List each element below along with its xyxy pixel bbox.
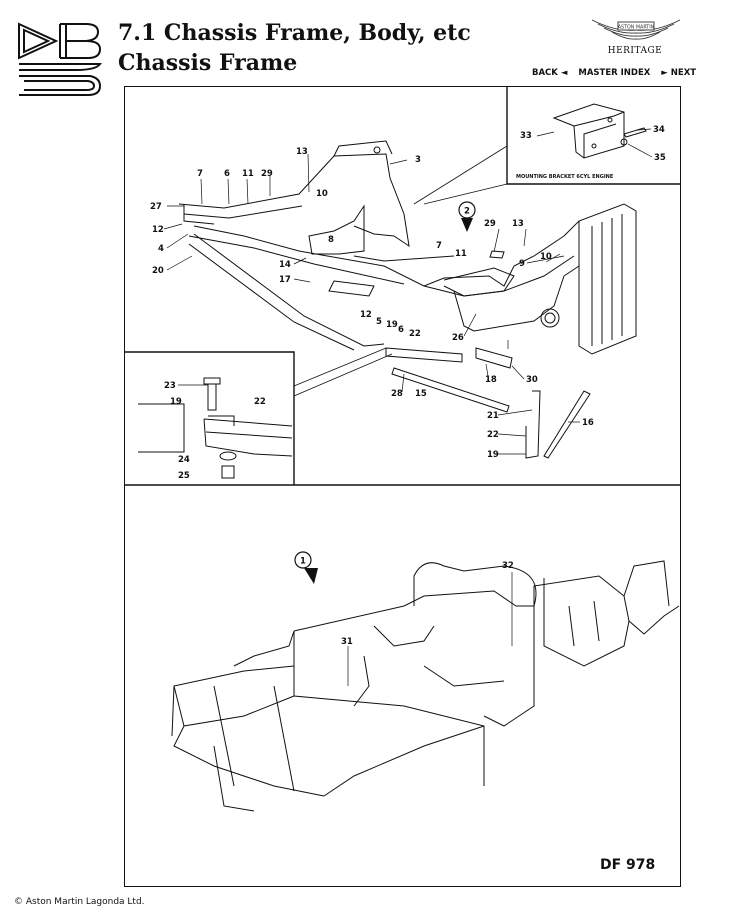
callout-21: 21 [487,411,499,421]
mounting-bracket-drawing [552,103,647,159]
callout-30: 30 [526,375,538,385]
callout-22b: 22 [254,397,266,407]
bolt-detail-drawing [138,377,293,479]
callout-8: 8 [328,235,334,245]
callout-11b: 11 [455,249,467,259]
callout-22c: 22 [487,430,499,440]
callout-3: 3 [415,155,421,165]
diagram-frame [124,86,681,887]
callout-14: 14 [279,260,291,270]
callout-34: 34 [653,125,665,135]
callout-7: 7 [197,169,203,179]
callout-19: 19 [386,320,398,330]
brand-subtitle: HERITAGE [607,46,663,56]
callout-16: 16 [582,418,594,428]
callout-9: 9 [519,259,525,269]
callout-19b: 19 [170,397,182,407]
callout-13: 13 [296,147,308,157]
marker-2-label: 2 [464,207,470,217]
chassis-frame-drawing [178,140,637,355]
drawing-code: DF 978 [600,857,655,873]
body-shell-drawing [171,560,680,812]
parts-diagram: 13 3 7 6 11 29 27 10 12 4 8 20 14 17 12 … [124,86,681,873]
callout-10b: 10 [540,252,552,262]
callout-29b: 29 [484,219,496,229]
callout-32: 32 [502,561,514,571]
title-section: 7.1 Chassis Frame, Body, etc [118,20,471,46]
marker-1-label: 1 [300,557,306,567]
callout-19c: 19 [487,450,499,460]
dbs-logo [18,22,102,96]
callout-4: 4 [158,244,164,254]
callout-15: 15 [415,389,427,399]
callout-24: 24 [178,455,190,465]
callout-28: 28 [391,389,403,399]
callout-6: 6 [224,169,230,179]
callout-18: 18 [485,375,497,385]
small-parts-drawing [385,347,591,459]
callout-11: 11 [242,169,254,179]
callout-23: 23 [164,381,176,391]
callout-12b: 12 [360,310,372,320]
callout-35: 35 [654,153,666,163]
title-subsection: Chassis Frame [118,50,298,76]
callout-29: 29 [261,169,273,179]
nav-bar: BACK ◄ MASTER INDEX ► NEXT [532,68,696,78]
callout-20: 20 [152,266,164,276]
callout-22: 22 [409,329,421,339]
next-link[interactable]: ► NEXT [661,68,697,78]
view-marker-2: 2 [458,201,476,232]
view-marker-1: 1 [294,551,318,584]
callout-7b: 7 [436,241,442,251]
callout-17: 17 [279,275,291,285]
page-title: 7.1 Chassis Frame, Body, etc Chassis Fra… [118,18,471,78]
callout-6b: 6 [398,325,404,335]
copyright-notice: © Aston Martin Lagonda Ltd. [14,897,145,907]
callout-5: 5 [376,317,382,327]
aston-martin-wings-logo: ASTON MARTIN [591,19,681,40]
callout-27: 27 [150,202,162,212]
callout-26: 26 [452,333,464,343]
inset-caption: MOUNTING BRACKET 6CYL ENGINE [516,174,614,180]
back-link[interactable]: BACK ◄ [532,68,568,78]
master-index-link[interactable]: MASTER INDEX [578,68,651,78]
callout-33: 33 [520,131,532,141]
callout-10: 10 [316,189,328,199]
callout-13b: 13 [512,219,524,229]
callout-25: 25 [178,471,190,481]
brand-word: ASTON MARTIN [618,25,655,31]
callout-12: 12 [152,225,164,235]
callout-31: 31 [341,637,353,647]
